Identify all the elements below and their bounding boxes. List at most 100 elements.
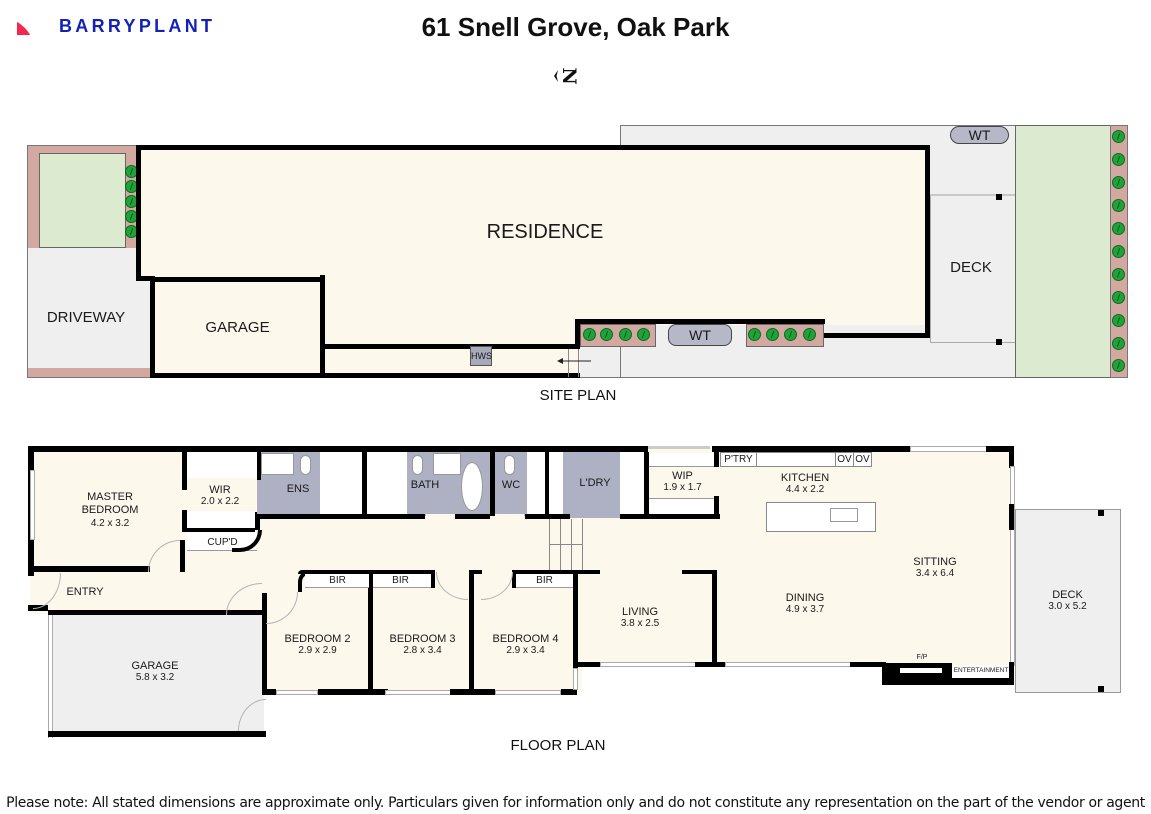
shrub-icon [1112, 130, 1125, 143]
site-garage-label: GARAGE [205, 319, 270, 336]
master-bedroom-label: MASTER BEDROOM 4.2 x 3.2 [81, 491, 139, 529]
floor-bedrooms [262, 580, 582, 692]
window [910, 446, 988, 452]
window [385, 690, 451, 695]
bath-basin [433, 453, 461, 475]
residence-label: RESIDENCE [486, 221, 604, 243]
pantry: P'TRY [721, 453, 757, 466]
floor-living [575, 570, 1015, 665]
shrub-icon [1112, 176, 1125, 189]
oven-2: OV [853, 453, 871, 466]
wc-basin-area [527, 452, 545, 514]
water-tank-rear: WT [950, 126, 1009, 144]
entry-arrow-icon [557, 358, 591, 364]
deck-post [1098, 510, 1104, 516]
disclaimer: Please note: All stated dimensions are a… [6, 795, 1145, 811]
bath-shower [367, 452, 407, 514]
deck-label: DECK 3.0 x 5.2 [1048, 589, 1087, 612]
dining-label: DINING 4.9 x 3.7 [785, 592, 825, 615]
window [573, 668, 578, 690]
shrub-icon [1112, 153, 1125, 166]
cupboard-label: CUP'D [207, 537, 238, 548]
deck-post [996, 339, 1002, 345]
kitchen-island [766, 502, 876, 532]
front-lawn [39, 153, 126, 248]
bir-4 [516, 574, 573, 588]
shrub-icon [1112, 199, 1125, 212]
deck-post [996, 194, 1002, 200]
window [30, 470, 35, 540]
toilet-icon [412, 455, 423, 475]
driveway-label: DRIVEWAY [46, 309, 126, 326]
svg-text:N: N [558, 67, 580, 84]
living-label: LIVING 3.8 x 2.5 [620, 606, 660, 629]
wip-shelf [649, 453, 714, 467]
side-gate [568, 349, 569, 377]
north-arrow-icon: N [554, 67, 580, 85]
kitchen-bench [720, 452, 872, 467]
shrub-icon [748, 328, 761, 341]
shrub-icon [1112, 337, 1125, 350]
bir-3-label: BIR [392, 575, 409, 586]
fireplace [882, 663, 952, 685]
shrub-icon [619, 328, 632, 341]
laundry-cupboard [549, 452, 563, 514]
bathtub-icon [461, 462, 483, 511]
window [725, 662, 851, 667]
side-gate [578, 349, 579, 377]
window [495, 690, 561, 695]
sitting-label: SITTING 3.4 x 6.4 [913, 556, 957, 579]
side-garden-bed-1 [580, 324, 656, 347]
hot-water-service: HWS [470, 346, 492, 366]
wir-label: WIR 2.0 x 2.2 [200, 484, 240, 507]
garage-label: GARAGE 5.8 x 3.2 [131, 660, 179, 683]
bir-2 [305, 574, 369, 588]
window [276, 690, 318, 695]
shrub-icon [1112, 268, 1125, 281]
sink-icon [830, 508, 858, 522]
kitchen-label: KITCHEN 4.4 x 2.2 [780, 472, 830, 495]
window [600, 662, 696, 667]
wir-shelf [187, 511, 257, 528]
bir-2-label: BIR [329, 575, 346, 586]
floor-plan-heading: FLOOR PLAN [510, 737, 606, 754]
site-plan-heading: SITE PLAN [539, 387, 617, 404]
floor-garage [52, 614, 264, 734]
bedroom-2-label: BEDROOM 2 2.9 x 2.9 [284, 633, 351, 656]
page-title: 61 Snell Grove, Oak Park [421, 12, 730, 42]
shrub-icon [1112, 359, 1125, 372]
bir-3 [373, 574, 431, 588]
site-deck [930, 194, 1016, 343]
shrub-icon [1112, 222, 1125, 235]
floor-deck [1015, 509, 1121, 693]
ensuite-label: ENS [286, 483, 310, 495]
bath-label: BATH [410, 479, 440, 491]
toilet-icon [504, 455, 515, 475]
staircase [549, 519, 583, 571]
fireplace-label: F/P [916, 654, 928, 661]
shrub-icon [583, 328, 596, 341]
shrub-icon [1112, 314, 1125, 327]
laundry-floor [563, 452, 620, 518]
shrub-icon [1112, 245, 1125, 258]
wip-label: WIP 1.9 x 1.7 [663, 470, 702, 493]
wc-label: WC [501, 479, 521, 491]
bir-4-label: BIR [536, 575, 553, 586]
shrub-icon [766, 328, 779, 341]
ensuite-basin [261, 453, 294, 475]
shrub-icon [637, 328, 650, 341]
wet-area-bottom-wall [257, 514, 425, 519]
laundry-label: L'DRY [579, 477, 611, 489]
entry-label: ENTRY [66, 586, 104, 598]
laundry-trough [620, 452, 644, 514]
toilet-icon [300, 455, 311, 475]
oven-1: OV [835, 453, 853, 466]
site-garage-block [150, 277, 325, 378]
water-tank-side: WT [668, 324, 732, 346]
shrub-icon [803, 328, 816, 341]
deck-post [1098, 686, 1104, 692]
wir-shelf [187, 452, 257, 478]
brand-name: BARRYPLANT [59, 16, 216, 36]
bedroom-3-label: BEDROOM 3 2.8 x 3.4 [389, 633, 456, 656]
shrub-icon [1112, 291, 1125, 304]
